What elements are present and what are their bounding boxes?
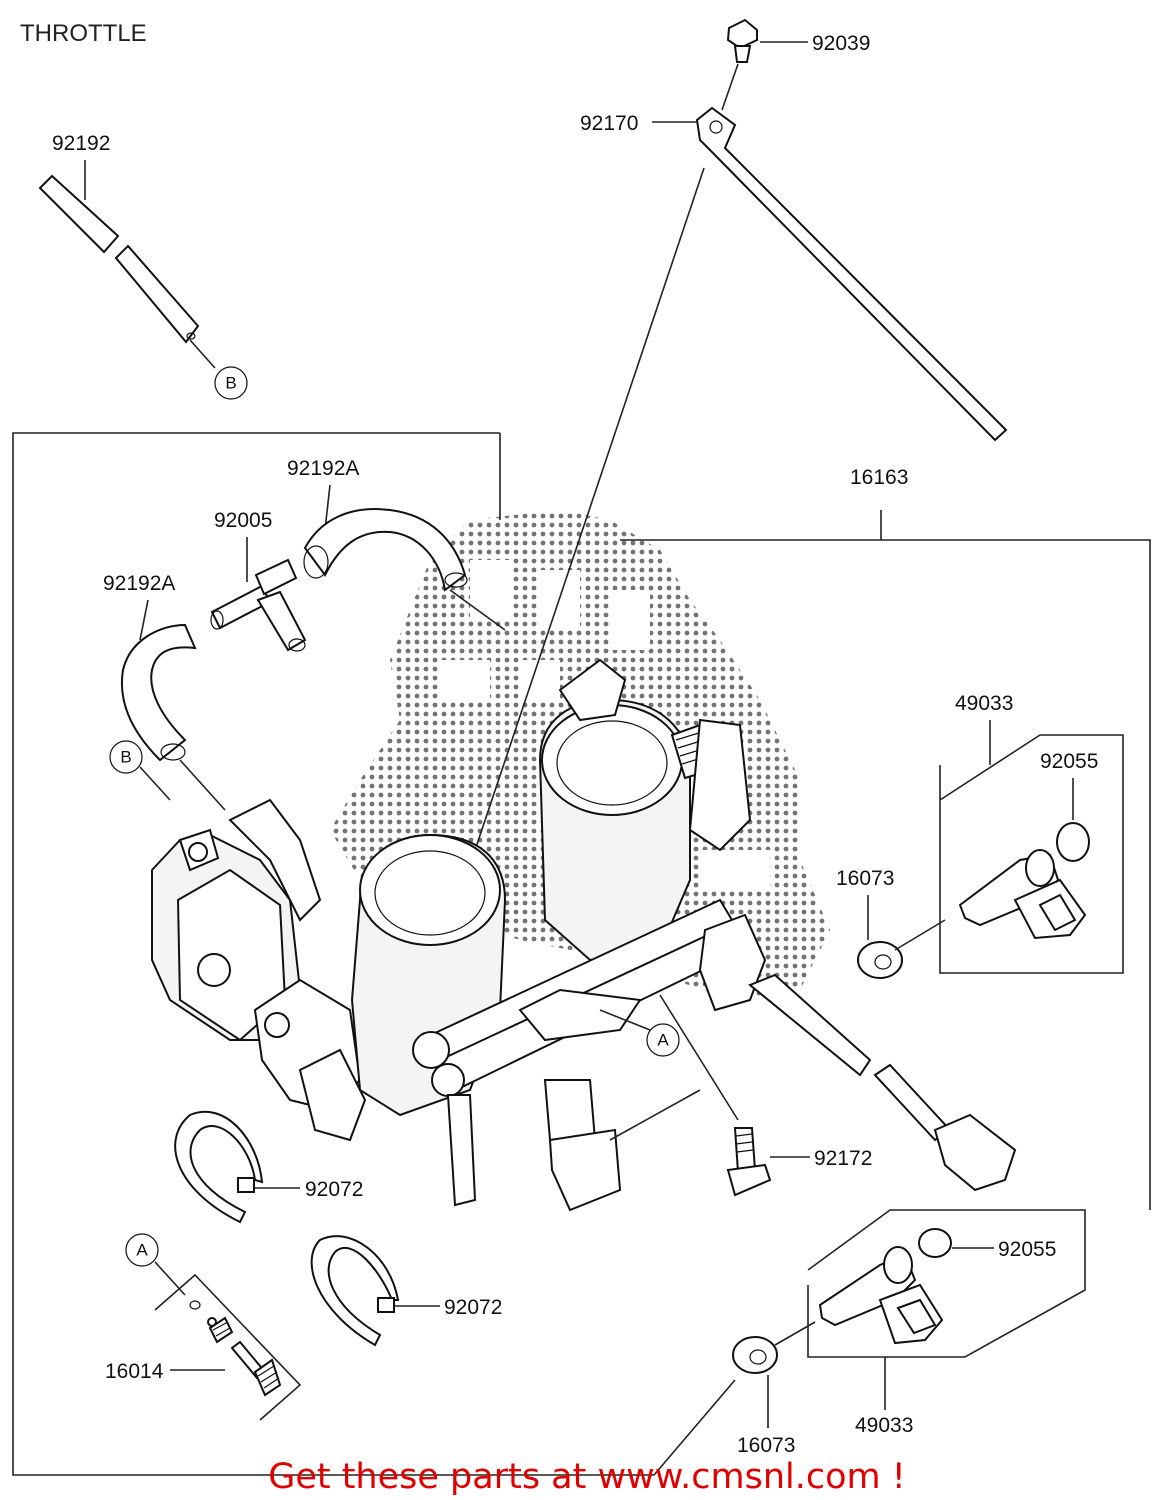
ref-circle-a-bottom: A xyxy=(125,1233,159,1267)
oring-92055-top xyxy=(1056,822,1090,862)
hose-92192A-left xyxy=(120,623,197,762)
washer-16073-bottom xyxy=(732,1336,778,1374)
hose-92192 xyxy=(38,174,200,344)
svg-text:B: B xyxy=(225,374,236,393)
band-92072-lower xyxy=(310,1235,400,1347)
label-92192: 92192 xyxy=(52,132,110,155)
throttle-body-assembly xyxy=(151,658,767,1212)
label-16073-bottom: 16073 xyxy=(737,1434,795,1457)
svg-text:A: A xyxy=(657,1031,669,1050)
clip-92039 xyxy=(726,18,758,63)
label-92039: 92039 xyxy=(812,32,870,55)
assembly-bracket-left xyxy=(12,432,736,1476)
label-49033-top: 49033 xyxy=(955,692,1013,715)
injector-49033-top xyxy=(958,849,1087,940)
strap-92170 xyxy=(695,106,1008,442)
label-92072-lower: 92072 xyxy=(444,1296,502,1319)
t-joint-92005 xyxy=(210,558,307,652)
label-92055-top: 92055 xyxy=(1040,750,1098,773)
ref-circle-b-left: B xyxy=(109,740,143,774)
washer-16073-top xyxy=(857,941,903,979)
label-49033-bottom: 49033 xyxy=(855,1414,913,1437)
band-92072-upper xyxy=(174,1110,264,1224)
label-92005: 92005 xyxy=(214,509,272,532)
label-16163: 16163 xyxy=(850,466,908,489)
label-92192A-top: 92192A xyxy=(287,457,359,480)
screw-kit-16014 xyxy=(189,1300,282,1397)
diagram-title: THROTTLE xyxy=(20,20,147,47)
injector-49033-bottom xyxy=(818,1246,944,1345)
svg-text:A: A xyxy=(136,1241,148,1260)
assembly-bracket-right xyxy=(620,539,1151,1210)
hose-92192A-upper xyxy=(303,508,468,592)
ref-circle-b-top: B xyxy=(214,366,248,400)
bolt-92172 xyxy=(726,1127,772,1197)
label-92072-upper: 92072 xyxy=(305,1178,363,1201)
oring-92055-bottom xyxy=(918,1228,952,1258)
label-16073-top: 16073 xyxy=(836,867,894,890)
fuel-line-right xyxy=(748,973,1017,1192)
label-92172: 92172 xyxy=(814,1147,872,1170)
promo-banner[interactable]: Get these parts at www.cmsnl.com ! xyxy=(268,1457,906,1497)
label-92192A-left: 92192A xyxy=(103,572,175,595)
svg-text:B: B xyxy=(120,748,131,767)
label-92055-bottom: 92055 xyxy=(998,1238,1056,1261)
label-92170: 92170 xyxy=(580,112,638,135)
label-16014: 16014 xyxy=(105,1360,164,1383)
ref-circle-a-right: A xyxy=(646,1023,680,1057)
